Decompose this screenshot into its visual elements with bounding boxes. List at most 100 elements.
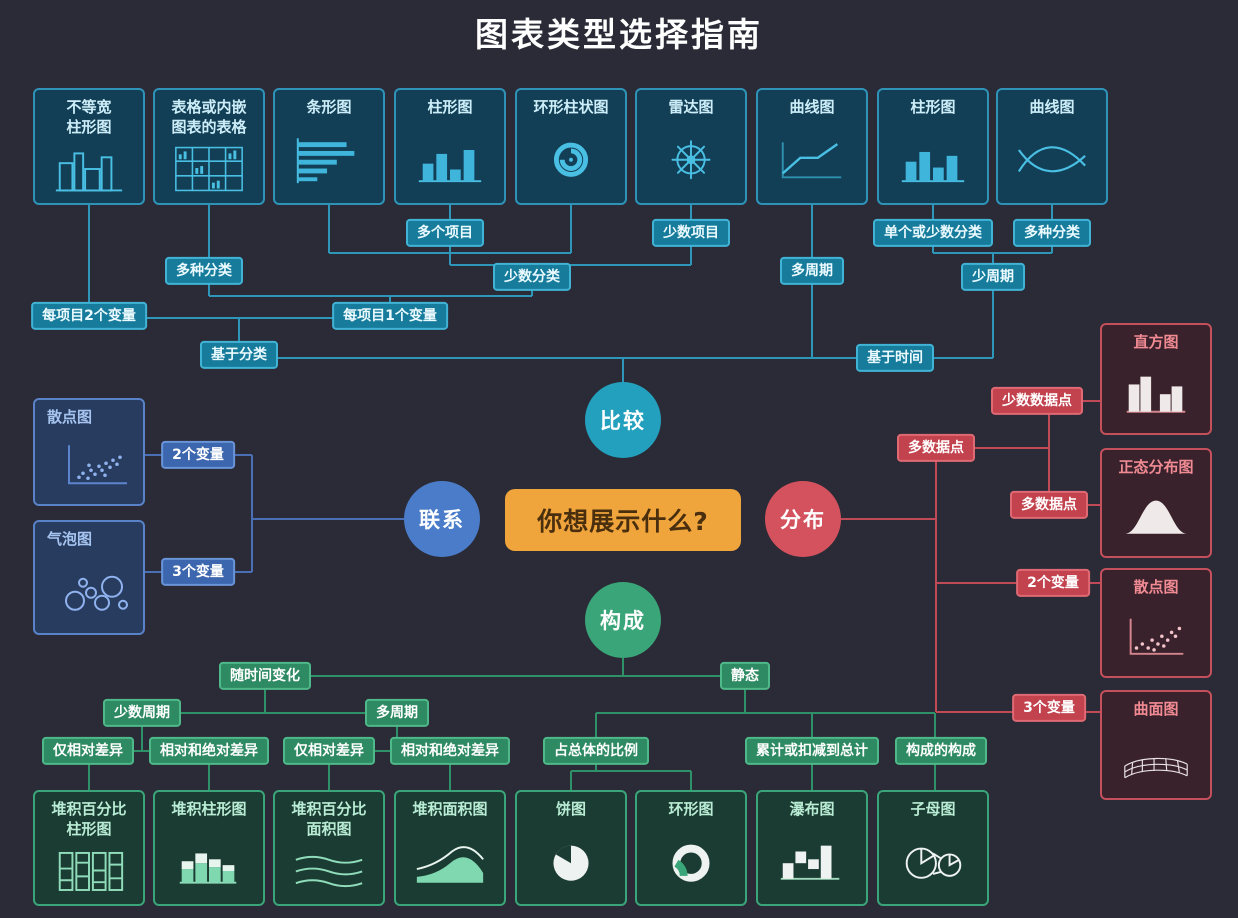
page-title: 图表类型选择指南 — [475, 15, 763, 54]
card-title: 气泡图 — [47, 530, 93, 548]
card-title: 散点图 — [47, 408, 93, 426]
label-changing-over-time: 随时间变化 — [219, 661, 311, 691]
card-title: 堆积百分比 柱形图 — [51, 800, 127, 838]
label-accumulation-to-total: 累计或扣减到总计 — [745, 736, 879, 766]
label-many-items: 多个项目 — [406, 218, 484, 248]
card-title: 表格或内嵌 图表的表格 — [171, 98, 247, 136]
radar-icon — [671, 139, 711, 179]
column-chart-icon — [901, 151, 965, 182]
card-pie-of-pie: 子母图 — [877, 790, 989, 906]
label-only-relative-1: 仅相对差异 — [42, 736, 134, 766]
line-chart-icon — [781, 141, 842, 178]
card-stacked-column: 堆积柱形图 — [153, 790, 265, 906]
card-title: 堆积柱形图 — [171, 800, 247, 818]
card-normal-distribution: 正态分布图 — [1100, 448, 1212, 558]
label-many-data-points-1: 多数据点 — [897, 433, 975, 463]
card-title: 堆积面积图 — [412, 800, 488, 818]
card-title: 子母图 — [910, 800, 956, 818]
label-only-relative-2: 仅相对差异 — [283, 736, 375, 766]
card-title: 堆积百分比 面积图 — [291, 800, 367, 838]
pie-icon — [553, 845, 589, 881]
card-title: 条形图 — [306, 98, 352, 116]
label-few-categories: 少数分类 — [493, 262, 571, 292]
card-title: 曲面图 — [1133, 700, 1179, 718]
composition-wires — [88, 658, 936, 790]
label-many-data-points-2: 多数据点 — [1010, 490, 1088, 520]
label-rel-two-variables: 2个变量 — [161, 440, 235, 470]
label-share-of-total: 占总体的比例 — [543, 736, 649, 766]
card-title: 正态分布图 — [1118, 458, 1194, 476]
scatter-icon — [1129, 618, 1184, 655]
circular-bar-icon — [553, 142, 589, 177]
card-stacked-100-area: 堆积百分比 面积图 — [273, 790, 385, 906]
card-title: 散点图 — [1133, 578, 1179, 596]
card-scatter-plot: 散点图 — [33, 398, 145, 506]
card-title: 饼图 — [555, 800, 586, 818]
card-stacked-100-column: 堆积百分比 柱形图 — [33, 790, 145, 906]
card-column-chart-2: 柱形图 — [877, 88, 989, 205]
label-single-or-few-categories: 单个或少数分类 — [873, 218, 993, 248]
node-composition: 构成 — [585, 582, 661, 658]
surface-mesh-icon — [1124, 757, 1188, 778]
embedded-table-icon — [175, 146, 243, 192]
label-few-items: 少数项目 — [652, 218, 730, 248]
card-title: 不等宽 柱形图 — [66, 98, 112, 136]
curve-chart-icon — [1017, 145, 1086, 172]
label-many-periods: 多周期 — [780, 256, 844, 286]
label-many-categories-left: 多种分类 — [165, 256, 243, 286]
pie-of-pie-icon — [905, 847, 962, 879]
card-circular-bar-chart: 环形柱状图 — [515, 88, 627, 205]
card-histogram: 直方图 — [1100, 323, 1212, 435]
column-chart-icon — [418, 149, 482, 182]
label-comp-many-periods: 多周期 — [365, 698, 429, 728]
label-category-based: 基于分类 — [200, 340, 278, 370]
stacked-area-icon — [416, 845, 484, 883]
node-relationship: 联系 — [404, 481, 480, 557]
label-few-periods: 少周期 — [961, 262, 1025, 292]
card-title: 瀑布图 — [789, 800, 835, 818]
label-many-categories-right: 多种分类 — [1013, 218, 1091, 248]
label-few-data-points: 少数数据点 — [991, 386, 1083, 416]
stacked-100-area-icon — [295, 855, 363, 888]
label-relative-and-absolute-2: 相对和绝对差异 — [390, 736, 510, 766]
variable-width-column-icon — [55, 152, 123, 192]
card-bubble-chart: 气泡图 — [33, 520, 145, 635]
label-time-based: 基于时间 — [856, 343, 934, 373]
card-title: 柱形图 — [910, 98, 956, 116]
label-two-vars-per-item: 每项目2个变量 — [31, 301, 147, 331]
stacked-100-column-icon — [58, 851, 124, 891]
label-comp-few-periods: 少数周期 — [103, 698, 181, 728]
waterfall-icon — [780, 845, 840, 880]
stacked-column-icon — [179, 852, 237, 884]
node-distribution: 分布 — [765, 481, 841, 557]
bell-curve-icon — [1124, 500, 1188, 534]
label-one-var-per-item: 每项目1个变量 — [332, 301, 448, 331]
card-title: 柱形图 — [427, 98, 473, 116]
card-waterfall-chart: 瀑布图 — [756, 790, 868, 906]
card-radar-chart: 雷达图 — [635, 88, 747, 205]
card-column-chart-1: 柱形图 — [394, 88, 506, 205]
card-title: 环形图 — [668, 800, 714, 818]
card-title: 曲线图 — [1029, 98, 1075, 116]
card-title: 雷达图 — [668, 98, 714, 116]
card-donut-chart: 环形图 — [635, 790, 747, 906]
card-variable-width-column-chart: 不等宽 柱形图 — [33, 88, 145, 205]
bubble-icon — [65, 575, 128, 611]
card-table-with-embedded-charts: 表格或内嵌 图表的表格 — [153, 88, 265, 205]
card-pie-chart: 饼图 — [515, 790, 627, 906]
bar-chart-icon — [296, 137, 355, 183]
card-stacked-area: 堆积面积图 — [394, 790, 506, 906]
node-comparison: 比较 — [585, 382, 661, 458]
scatter-icon — [68, 444, 127, 484]
card-title: 曲线图 — [789, 98, 835, 116]
card-line-chart: 曲线图 — [756, 88, 868, 205]
label-static: 静态 — [720, 661, 770, 691]
card-scatter-plot-2: 散点图 — [1100, 568, 1212, 678]
label-relative-and-absolute-1: 相对和绝对差异 — [149, 736, 269, 766]
relationship-wires — [145, 454, 404, 573]
label-rel-three-variables: 3个变量 — [161, 557, 235, 587]
label-components-of-components: 构成的构成 — [895, 736, 987, 766]
card-curve-chart: 曲线图 — [996, 88, 1108, 205]
card-surface-chart: 曲面图 — [1100, 690, 1212, 800]
